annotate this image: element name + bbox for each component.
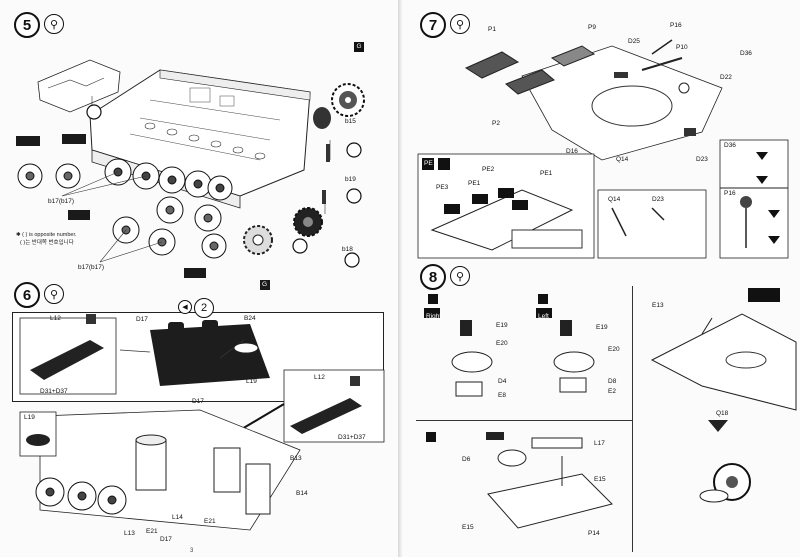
- note-opposite-en: ✱ ( ) is opposite number.: [16, 232, 77, 238]
- cement-icon: ⚲: [450, 266, 470, 286]
- cement-icon: ⚲: [44, 284, 64, 304]
- label-l19-b: L19: [24, 414, 35, 421]
- right-page: 7 ⚲: [402, 0, 800, 557]
- label-d6: D6: [462, 456, 471, 463]
- label-p9: P9: [588, 24, 596, 31]
- label-p16: P16: [670, 22, 682, 29]
- label-b14: B14: [296, 490, 308, 497]
- label-d17-b: D17: [192, 398, 204, 405]
- label-d17: D17: [136, 316, 148, 323]
- label-e20: E20: [496, 340, 508, 347]
- divider: [416, 420, 632, 421]
- label-l19: L19: [246, 378, 257, 385]
- label-e20-b: E20: [608, 346, 620, 353]
- label-p14: P14: [588, 530, 600, 537]
- label-p16-b: P16: [724, 190, 736, 197]
- step-8-number: 8: [428, 268, 438, 286]
- label-e15-b: E15: [462, 524, 474, 531]
- step-5-badge: 5: [14, 12, 40, 38]
- label-p2: P2: [492, 120, 500, 127]
- cement-icon: ⚲: [44, 14, 64, 34]
- label-e15: E15: [594, 476, 606, 483]
- step7-drawing: [417, 39, 789, 259]
- sprocket-top: [331, 83, 365, 117]
- label-d23: D23: [696, 156, 708, 163]
- label-pe2: PE2: [482, 166, 495, 173]
- label-p10: P10: [676, 44, 688, 51]
- label-e2: E2: [608, 388, 616, 395]
- label-l14: L14: [172, 514, 183, 521]
- label-pe3: PE3: [436, 184, 449, 191]
- label-b17-b: b17(b17): [78, 264, 105, 271]
- label-l17: L17: [594, 440, 605, 447]
- label-e19: E19: [496, 322, 508, 329]
- step-7-number: 7: [428, 16, 438, 34]
- label-b13: B13: [290, 455, 302, 462]
- page-number-left: 3: [190, 548, 194, 554]
- label-d8: D8: [608, 378, 617, 385]
- part-tag: G: [354, 42, 364, 52]
- part-tag-g: G: [262, 281, 268, 288]
- label-q14: Q14: [616, 156, 629, 163]
- label-d25: D25: [628, 38, 640, 45]
- step6-drawing: [19, 314, 385, 531]
- step-6-badge: 6: [14, 282, 40, 308]
- label-d23-b: D23: [652, 196, 664, 203]
- step5-hull-drawing: [16, 59, 365, 290]
- label-d16: D16: [566, 148, 578, 155]
- label-e21-a: E21: [146, 528, 158, 535]
- label-p1: P1: [488, 26, 496, 33]
- arrow-left-icon: ◀: [178, 300, 192, 314]
- label-pe1: PE1: [540, 170, 553, 177]
- label-b15: b15: [345, 118, 356, 125]
- label-l12: L12: [50, 315, 61, 322]
- page-gutter: [398, 0, 402, 557]
- label-b17-a: b17(b17): [48, 198, 75, 205]
- label-e21-b: E21: [204, 518, 216, 525]
- label-d31-d37-b: D31+D37: [338, 434, 366, 441]
- label-d22: D22: [720, 74, 732, 81]
- divider: [632, 286, 633, 552]
- step-7-badge: 7: [420, 12, 446, 38]
- label-e8: E8: [498, 392, 506, 399]
- label-q18: Q18: [716, 410, 729, 417]
- label-b24: B24: [244, 315, 256, 322]
- label-b18: b18: [342, 246, 353, 253]
- label-b19: b19: [345, 176, 356, 183]
- label-d31-d37: D31+D37: [40, 388, 68, 395]
- pe-tag: PE: [424, 160, 433, 167]
- left-page: 5 ⚲ G: [0, 0, 399, 557]
- label-l12-b: L12: [314, 374, 325, 381]
- step8-drawing: [424, 288, 797, 529]
- label-d36: D36: [740, 50, 752, 57]
- label-e13: E13: [652, 302, 664, 309]
- sub-step-number: 2: [200, 302, 208, 314]
- label-d36-b: D36: [724, 142, 736, 149]
- label-l13: L13: [124, 530, 135, 537]
- label-e19-b: E19: [596, 324, 608, 331]
- sub-step-badge: 2: [194, 298, 214, 318]
- step-5-number: 5: [22, 16, 32, 34]
- label-pe1-b: PE1: [468, 180, 481, 187]
- cement-icon: ⚲: [450, 14, 470, 34]
- label-left: Left: [538, 313, 549, 320]
- label-d17-c: D17: [160, 536, 172, 543]
- label-right: Right: [426, 313, 442, 320]
- step-8-badge: 8: [420, 264, 446, 290]
- label-q14-b: Q14: [608, 196, 621, 203]
- step-6-number: 6: [22, 286, 32, 304]
- note-opposite-kr: ( )는 반대쪽 번호입니다: [20, 240, 74, 246]
- label-d4: D4: [498, 378, 507, 385]
